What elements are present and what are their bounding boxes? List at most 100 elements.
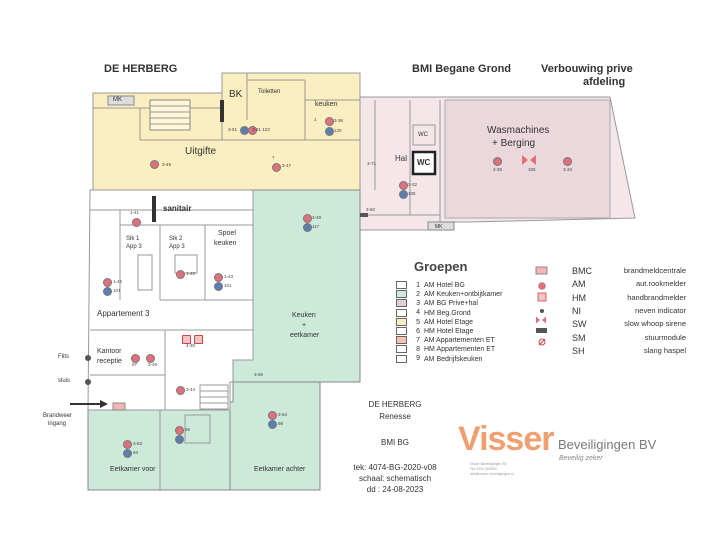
company-logo-rest: Beveiligingen BV	[558, 437, 657, 452]
group-swatch	[396, 354, 407, 363]
room-toiletten: Toiletten	[258, 89, 281, 95]
company-logo-visser: Visser	[458, 420, 554, 458]
mk-box-bottom	[427, 221, 455, 231]
group-text: AM Hotel Etage	[424, 318, 474, 326]
smoke-detector-icon	[303, 214, 312, 223]
smoke-detector-icon	[176, 270, 185, 279]
dark-wall-sanitair	[152, 196, 156, 222]
group-swatch	[396, 299, 407, 308]
titleblock-date: dd : 24-08-2023	[366, 485, 424, 494]
device-label: 3-47	[282, 163, 292, 168]
group-number: 1	[416, 281, 420, 289]
group-number: 2	[416, 291, 420, 299]
zone-hotel-etage	[92, 72, 361, 191]
device-label: 3-35	[493, 167, 503, 172]
room-spoel-2: keuken	[214, 240, 237, 247]
side-sluis: sluis	[58, 378, 71, 384]
header-right-line2: afdeling	[583, 76, 626, 88]
device-label: 3-54	[278, 412, 288, 417]
smoke-detector-legend-icon	[538, 282, 546, 290]
room-mk-top: MK	[113, 97, 122, 103]
room-bk: BK	[229, 89, 243, 100]
room-wc2: WC	[417, 158, 431, 167]
symbol-code: NI	[572, 305, 581, 316]
symbol-code: SM	[572, 332, 586, 343]
group-number: 8	[416, 346, 420, 354]
device-label: 3-22	[408, 182, 418, 187]
smoke-detector-icon	[325, 117, 334, 126]
indicator-icon	[268, 420, 277, 429]
symbol-text: slow whoop sirene	[624, 319, 686, 329]
room-sanitair: sanitair	[163, 204, 192, 213]
room-wasmachines-2: + Berging	[492, 138, 536, 149]
titleblock-schaal: schaal: schematisch	[358, 474, 432, 483]
bmc-panel-icon	[112, 402, 126, 411]
group-number: 6	[416, 327, 420, 335]
smoke-detector-icon	[150, 160, 159, 169]
flits-marker-icon	[85, 355, 91, 361]
group-swatch	[396, 317, 407, 326]
group-swatch	[396, 308, 407, 317]
room-wc1: WC	[418, 132, 428, 138]
device-label: 95	[185, 427, 191, 432]
room-slk2-1: Slk 2	[169, 236, 183, 242]
device-label: 98	[278, 421, 284, 426]
siren-icon	[522, 155, 536, 165]
room-keuken-top: keuken	[315, 101, 338, 108]
group-text: AM Bedrijfskeuken	[424, 355, 483, 363]
group-number: 4	[416, 309, 420, 317]
legend-title: Groepen	[414, 259, 468, 274]
group-text: AM Hotel BG	[424, 281, 465, 289]
room-eetkamer-voor: Eetkamer voor	[110, 466, 156, 473]
company-contact: info@visser-beveiligingen.nl	[470, 472, 514, 476]
room-uitgifte: Uitgifte	[185, 146, 217, 157]
side-brandweer-1: Brandweer	[43, 413, 73, 419]
symbol-text: neven indicator	[635, 305, 686, 315]
device-label: 106	[408, 191, 416, 196]
device-label: 3-45	[148, 362, 158, 367]
symbol-text: aut.rookmelder	[635, 279, 686, 289]
device-label: 1-41	[130, 210, 140, 215]
group-swatch	[396, 281, 407, 289]
indicator-icon	[240, 126, 249, 135]
header-left: DE HERBERG	[104, 63, 178, 75]
smoke-detector-icon	[175, 426, 184, 435]
side-brandweer-2: ingang	[48, 421, 67, 427]
company-tagline: Beveilig zeker	[559, 455, 603, 462]
stairs	[149, 99, 191, 131]
titleblock-drawing: BMI BG	[380, 438, 409, 447]
indicator-icon	[175, 435, 184, 444]
manual-call-point-icon	[182, 335, 191, 344]
manual-call-point-legend-icon	[537, 292, 547, 302]
symbol-text: slang haspel	[643, 345, 686, 355]
device-label: 120	[334, 128, 342, 133]
device-label: 94	[133, 450, 139, 455]
indicator-icon	[123, 449, 132, 458]
cabinet	[137, 254, 153, 291]
company-contact: Tel: 0111-000000	[470, 467, 497, 471]
wc-box	[411, 150, 437, 176]
group-number: 9	[416, 355, 420, 363]
group-text: AM BG Prive+hal	[424, 300, 478, 308]
header-center: BMI Begane Grond	[412, 63, 512, 75]
siren-legend-icon	[536, 316, 546, 324]
side-flits: Flits	[58, 354, 69, 360]
smoke-detector-icon	[131, 354, 140, 363]
room-wasmachines-1: Wasmachines	[487, 125, 550, 136]
dark-wall-segment	[220, 100, 224, 122]
wasmachines-room	[444, 99, 611, 219]
device-label: 3-51	[228, 127, 238, 132]
device-label: 3-61 123	[252, 127, 270, 132]
device-label: 3-34	[563, 167, 573, 172]
symbol-text: brandmeldcentrale	[623, 266, 686, 275]
bmc-legend-icon	[535, 266, 548, 275]
indicator-legend-icon	[540, 309, 544, 313]
cabinet	[174, 254, 198, 274]
device-label: 97	[132, 362, 138, 367]
